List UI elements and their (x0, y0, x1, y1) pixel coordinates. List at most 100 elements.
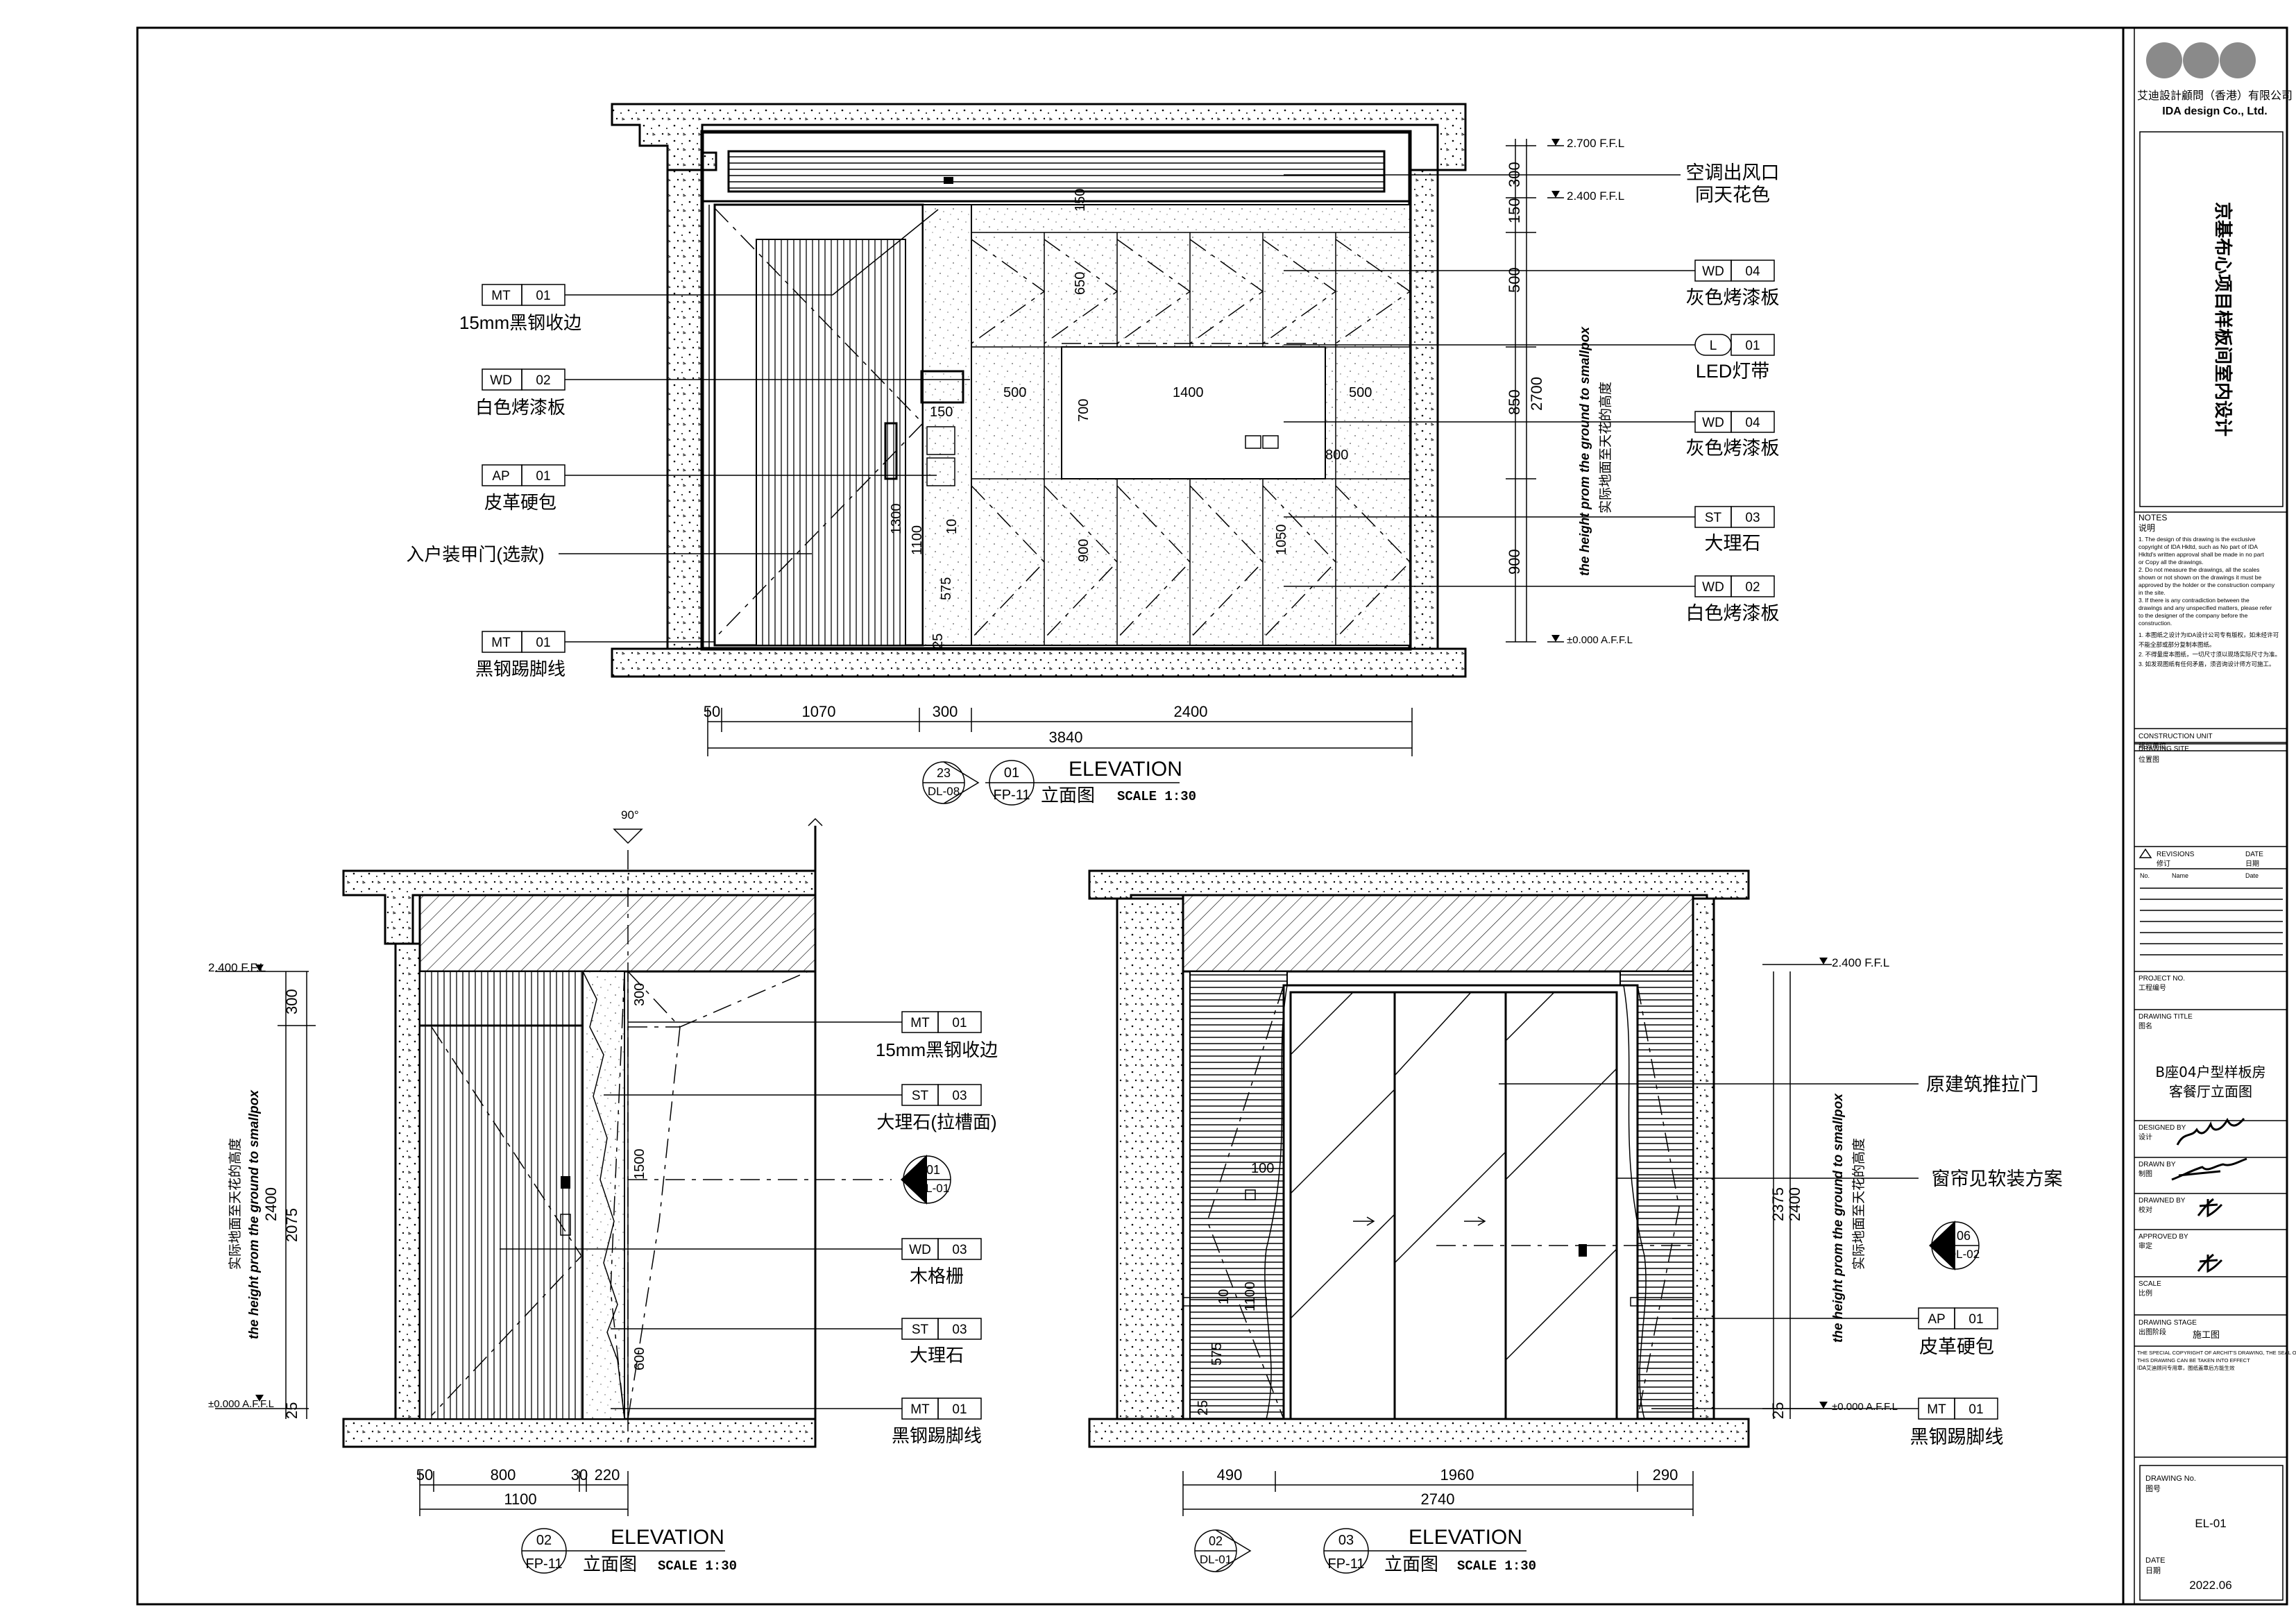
svg-text:ST: ST (912, 1323, 929, 1337)
svg-text:THIS DRAWING CAN BE TAKEN INTO: THIS DRAWING CAN BE TAKEN INTO EFFECT (2137, 1357, 2250, 1363)
copyright-note: THE SPECIAL COPYRIGHT OF ARCHIT'S DRAWIN… (2137, 1350, 2296, 1371)
designed-by-cn: 设计 (2138, 1132, 2152, 1141)
svg-text:原建筑推拉门: 原建筑推拉门 (1926, 1074, 2039, 1095)
svg-text:03: 03 (952, 1243, 967, 1257)
door-panel-grooves (756, 239, 906, 646)
right-wall (1409, 169, 1439, 650)
svg-text:1960: 1960 (1440, 1466, 1474, 1484)
svg-text:15mm黑钢收边: 15mm黑钢收边 (876, 1039, 998, 1060)
designed-by-label: DESIGNED BY (2138, 1124, 2186, 1132)
elev1-level-ceiling: 2.400 F.F.L (1567, 189, 1624, 203)
svg-text:01: 01 (952, 1402, 967, 1417)
svg-text:01: 01 (1968, 1402, 1983, 1417)
svg-text:02: 02 (1209, 1534, 1223, 1548)
svg-text:1. 本图纸之设计为IDA设计公司专有版权，如未经许可: 1. 本图纸之设计为IDA设计公司专有版权，如未经许可 (2138, 631, 2279, 638)
elev1-level-top: 2.700 F.F.L (1567, 137, 1624, 150)
svg-text:DATE: DATE (2245, 851, 2263, 858)
svg-text:2375: 2375 (1769, 1187, 1787, 1221)
svg-text:shown or not shown on the draw: shown or not shown on the drawings it mu… (2138, 574, 2261, 581)
svg-text:01: 01 (1004, 765, 1019, 781)
svg-text:AP: AP (1928, 1312, 1945, 1327)
svg-text:SCALE 1:30: SCALE 1:30 (658, 1558, 737, 1574)
svg-text:drawings and any unspecified m: drawings and any unspecified matters, pl… (2138, 604, 2272, 611)
floor-slab (1088, 1418, 1750, 1448)
elev3-level-ceiling: 2.400 F.F.L (1832, 956, 1889, 969)
svg-text:900: 900 (1076, 539, 1091, 562)
sheet-border (136, 26, 2288, 1606)
svg-text:10: 10 (944, 519, 960, 534)
svg-text:MT: MT (491, 289, 511, 303)
svg-text:FP-11: FP-11 (1328, 1556, 1365, 1572)
svg-text:25: 25 (1196, 1400, 1211, 1416)
svg-text:MT: MT (491, 636, 511, 650)
elevation-02: 90° 300 1500 600 2.400 F.F.L ±0.000 A.F.… (208, 808, 998, 1575)
wood-grille (419, 971, 584, 1420)
svg-text:150: 150 (1073, 189, 1088, 212)
svg-text:in the site.: in the site. (2138, 589, 2166, 596)
svg-text:ELEVATION: ELEVATION (611, 1526, 724, 1549)
elev2-level-ceiling: 2.400 F.F.L (208, 961, 266, 974)
svg-text:to the designer of the company: to the designer of the company before th… (2138, 612, 2248, 619)
soffit (418, 894, 817, 973)
elev1-label: 23 DL-08 01 FP-11 ELEVATION 立面图 SCALE 1:… (922, 758, 1196, 806)
svg-text:WD: WD (1702, 264, 1724, 279)
elev3-inner-dims: 100 1100 10 575 25 (1196, 1161, 1274, 1416)
project-no-cn: 工程编号 (2138, 983, 2166, 992)
svg-text:窗帘见软装方案: 窗帘见软装方案 (1932, 1169, 2063, 1189)
svg-text:修订: 修订 (2157, 859, 2170, 868)
svg-text:1070: 1070 (802, 703, 836, 720)
intercom-panel (920, 370, 964, 404)
notes-label: NOTES (2138, 513, 2167, 522)
elev2-height-note-en: the height prom the ground to smallpox (247, 1089, 262, 1339)
svg-text:DL-02: DL-02 (1948, 1248, 1980, 1261)
svg-text:不能全部或部分复制本图纸。: 不能全部或部分复制本图纸。 (2138, 641, 2216, 648)
svg-text:575: 575 (939, 577, 954, 600)
svg-text:25: 25 (1769, 1402, 1787, 1419)
svg-text:2400: 2400 (1786, 1187, 1803, 1221)
svg-text:01: 01 (1968, 1312, 1983, 1327)
designer-signature (2176, 1117, 2245, 1146)
stone-panel (582, 971, 625, 1420)
checked-by-label: DRAWNED BY (2138, 1197, 2186, 1205)
svg-text:800: 800 (491, 1466, 516, 1484)
svg-text:空调出风口: 空调出风口 (1686, 162, 1780, 183)
floor-slab (611, 647, 1467, 678)
approver-signature (2197, 1253, 2223, 1273)
svg-text:ELEVATION: ELEVATION (1069, 758, 1182, 781)
svg-text:01: 01 (536, 636, 550, 650)
svg-text:25: 25 (283, 1402, 300, 1419)
svg-text:650: 650 (1073, 272, 1088, 295)
svg-text:220: 220 (595, 1466, 620, 1484)
elev3-height-note-cn: 实际地面至天花的高度 (1851, 1138, 1866, 1270)
title-block: 艾迪設計顧問（香港）有限公司 IDA design Co., Ltd. 京基布心… (2134, 42, 2296, 1601)
checker-signature (2197, 1198, 2223, 1218)
svg-text:03: 03 (1338, 1533, 1354, 1548)
drawing-site-cn: 位置图 (2138, 755, 2159, 764)
elev1-level-floor: ±0.000 A.F.F.L (1567, 634, 1633, 646)
svg-text:30: 30 (571, 1466, 588, 1484)
project-title: 京基布心项目样板间室内设计 (2212, 202, 2234, 436)
date-label-bottom: DATE (2145, 1556, 2166, 1565)
door-handle (884, 422, 898, 480)
svg-text:大理石: 大理石 (910, 1345, 964, 1366)
svg-text:大理石: 大理石 (1705, 533, 1761, 554)
construction-unit-label: CONSTRUCTION UNIT (2138, 733, 2213, 740)
elev3-right-dims: 2375 2400 25 (1769, 1187, 1803, 1419)
svg-text:白色烤漆板: 白色烤漆板 (475, 397, 566, 418)
svg-text:3. 如发现图纸有任何矛盾，须咨询设计师方可施工。: 3. 如发现图纸有任何矛盾，须咨询设计师方可施工。 (2138, 661, 2274, 668)
soffit (1182, 894, 1694, 973)
svg-text:2. Do not measure the drawings: 2. Do not measure the drawings, all the … (2138, 566, 2259, 573)
project-no-label: PROJECT NO. (2138, 975, 2185, 983)
svg-text:23: 23 (937, 766, 951, 780)
stage-value: 施工图 (2193, 1330, 2220, 1341)
elev2-bottom-dims: 50 800 30 220 1100 (416, 1466, 620, 1508)
svg-text:01: 01 (952, 1016, 967, 1030)
svg-text:03: 03 (1745, 511, 1760, 525)
drawing-no-label: DRAWING No. (2145, 1475, 2196, 1483)
elev2-inner-dims: 300 1500 600 (632, 983, 647, 1370)
svg-text:2740: 2740 (1421, 1490, 1455, 1508)
svg-text:IDA艾迪顾问专用章，图纸盖章后方能生效: IDA艾迪顾问专用章，图纸盖章后方能生效 (2137, 1364, 2235, 1371)
svg-text:100: 100 (1251, 1161, 1274, 1176)
scale-label: SCALE (2138, 1280, 2161, 1288)
svg-text:黑钢踢脚线: 黑钢踢脚线 (1910, 1427, 2004, 1447)
